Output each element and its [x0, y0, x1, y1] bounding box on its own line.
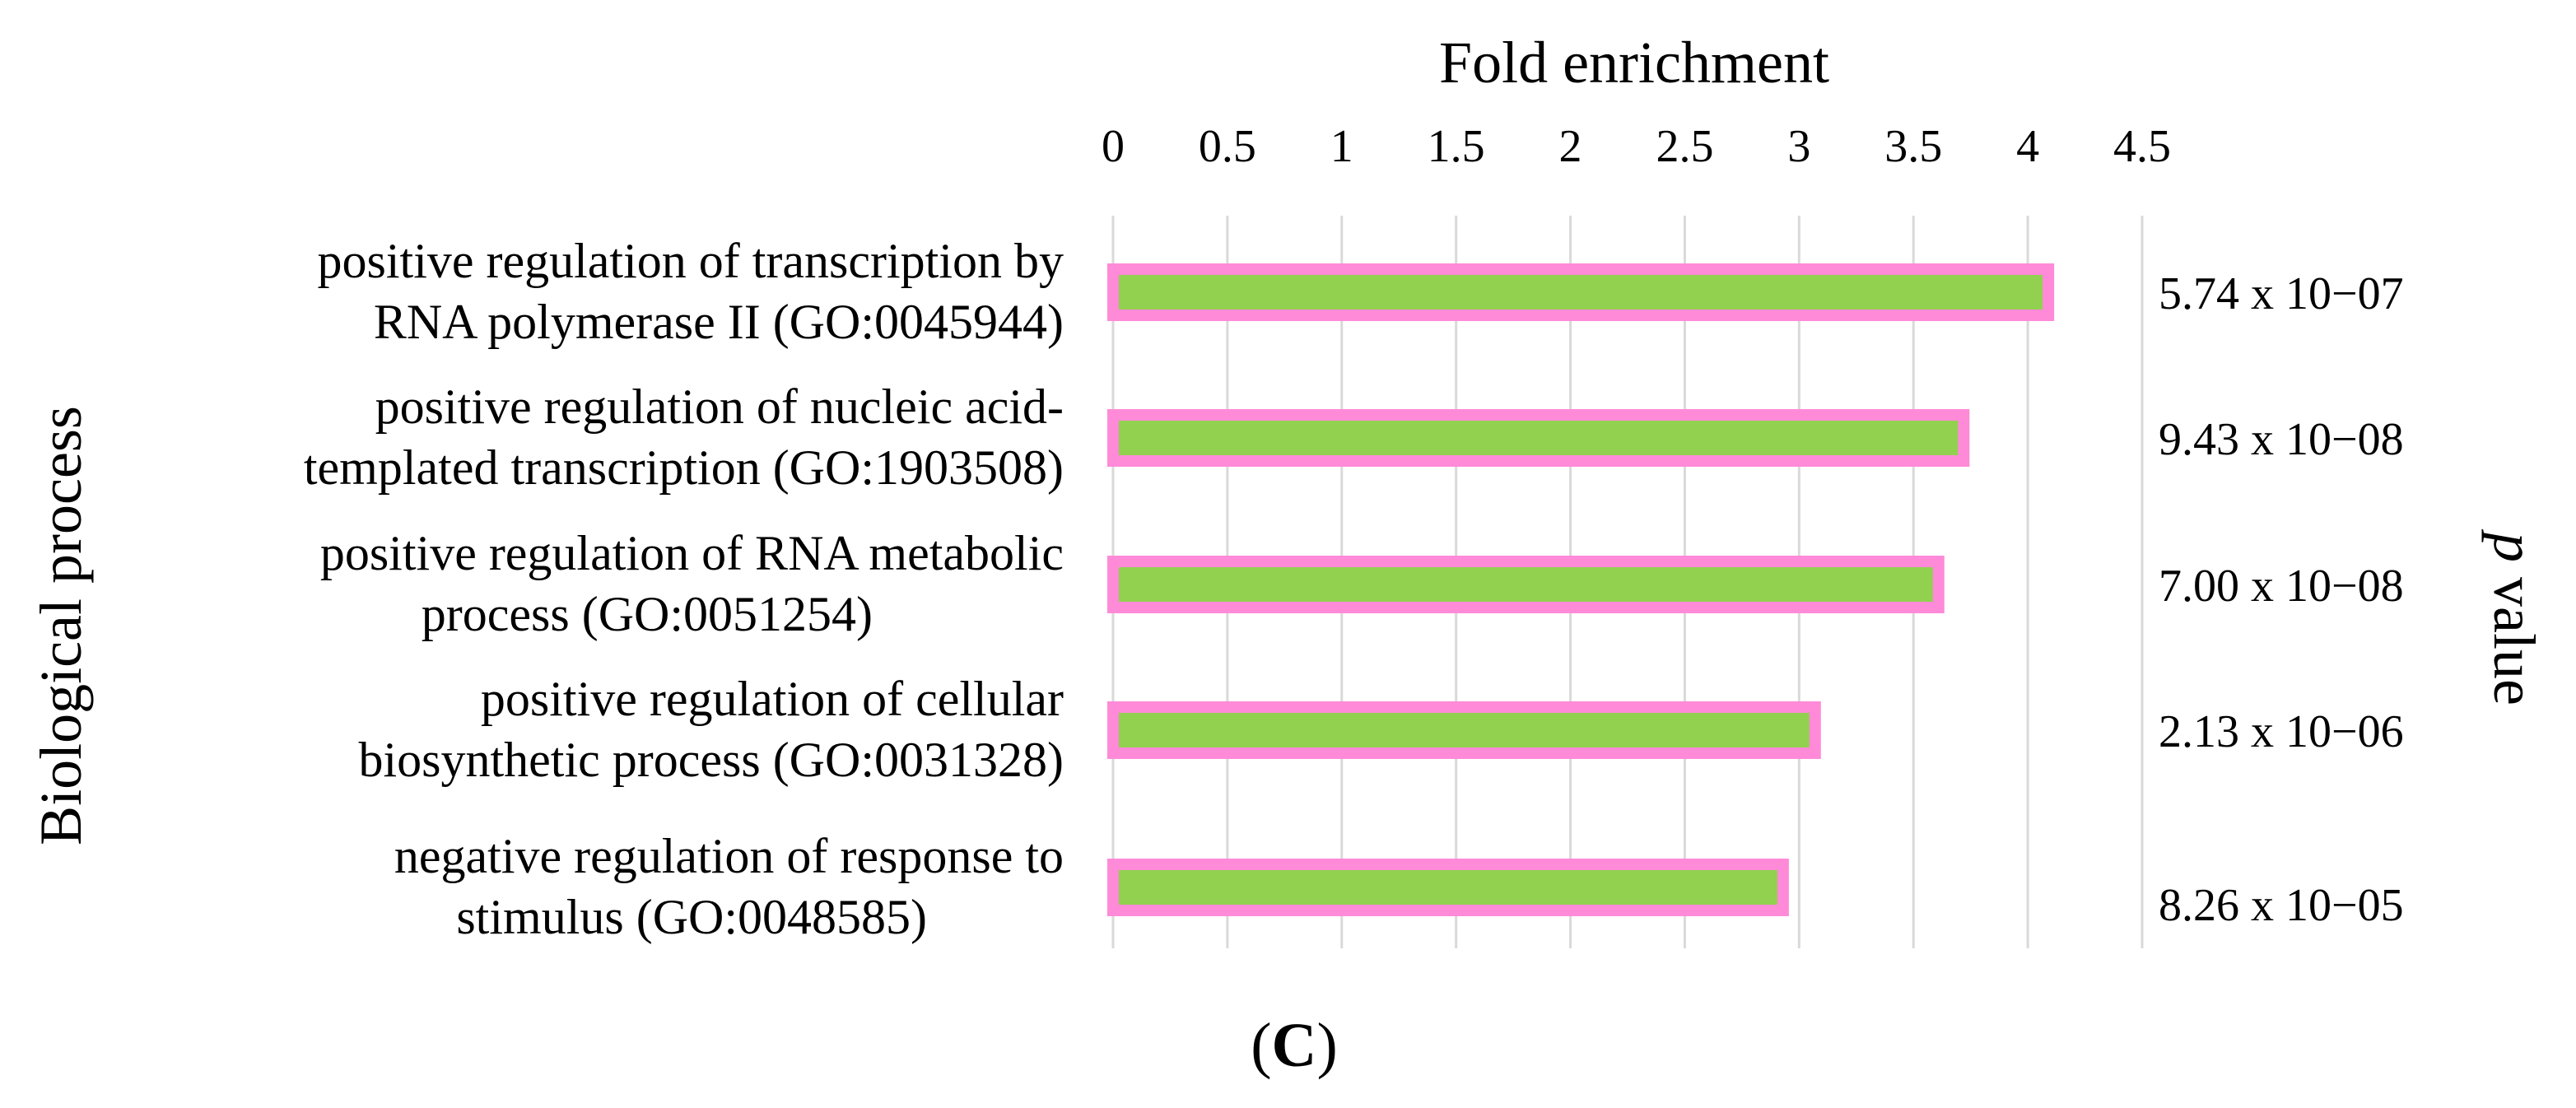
- panel-label-close: ): [1316, 1011, 1337, 1080]
- p-value-label-1: 9.43 x 10−08: [2159, 414, 2404, 465]
- p-value-axis-title-space: [2481, 562, 2547, 577]
- p-value-axis-title-p: p: [2481, 528, 2547, 562]
- bar-0: [1107, 263, 2055, 321]
- bar-4: [1107, 859, 1789, 916]
- x-tick-label-9: 4.5: [2113, 121, 2171, 172]
- bar-3: [1107, 701, 1821, 759]
- p-value-label-3: 2.13 x 10−06: [2159, 706, 2404, 757]
- x-tick-label-4: 2: [1559, 121, 1582, 172]
- panel-label-letter: C: [1272, 1011, 1317, 1080]
- y-axis-title: Biological process: [28, 406, 94, 845]
- panel-label-open: (: [1251, 1011, 1271, 1080]
- x-axis-title: Fold enrichment: [1439, 30, 1829, 95]
- bar-2: [1107, 556, 1945, 613]
- p-value-label-2: 7.00 x 10−08: [2159, 561, 2404, 612]
- p-value-label-4: 8.26 x 10−05: [2159, 880, 2404, 931]
- x-tick-label-2: 1: [1330, 121, 1353, 172]
- category-label-2-line1: positive regulation of RNA metabolic: [320, 526, 1064, 580]
- p-value-label-0: 5.74 x 10−07: [2159, 268, 2404, 319]
- category-label-4-line1: negative regulation of response to: [394, 829, 1064, 883]
- label-layer: positive regulation of transcription by R…: [304, 234, 2404, 944]
- category-label-0-line2: RNA polymerase II (GO:0045944): [374, 295, 1064, 349]
- tick-layer: 0 0.5 1 1.5 2 2.5 3 3.5 4 4.5: [1102, 121, 2171, 172]
- bar-1: [1107, 409, 1970, 467]
- category-label-2-line2: process (GO:0051254): [422, 587, 873, 641]
- x-tick-label-8: 4: [2016, 121, 2039, 172]
- bar-layer: [1107, 263, 2055, 916]
- x-tick-label-0: 0: [1102, 121, 1125, 172]
- x-tick-label-7: 3.5: [1884, 121, 1942, 172]
- category-label-1-line1: positive regulation of nucleic acid-: [375, 379, 1064, 434]
- x-tick-label-3: 1.5: [1428, 121, 1485, 172]
- category-label-0-line1: positive regulation of transcription by: [318, 234, 1064, 288]
- p-value-axis-title: p value: [2481, 528, 2547, 705]
- category-label-1-line2: templated transcription (GO:1903508): [304, 440, 1064, 495]
- category-label-3-line1: positive regulation of cellular: [481, 672, 1064, 726]
- p-value-axis-title-value: value: [2481, 577, 2547, 705]
- x-tick-label-6: 3: [1787, 121, 1810, 172]
- panel-label: (C): [1251, 1011, 1338, 1080]
- x-tick-label-5: 2.5: [1656, 121, 1713, 172]
- category-label-3-line2: biosynthetic process (GO:0031328): [358, 733, 1064, 787]
- x-tick-label-1: 0.5: [1199, 121, 1256, 172]
- category-label-4-line2: stimulus (GO:0048585): [456, 890, 927, 944]
